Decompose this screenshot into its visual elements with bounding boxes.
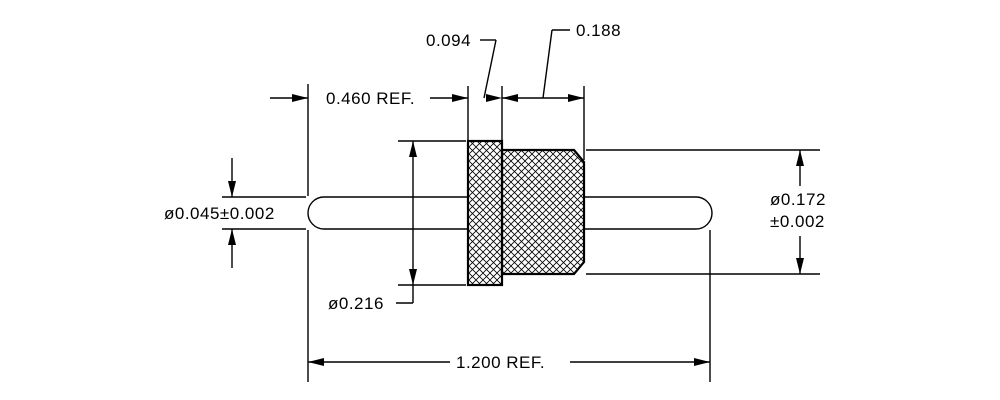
extension-lines	[222, 84, 820, 382]
body-diameter-tolerance-label: ±0.002	[770, 212, 825, 231]
body	[500, 148, 586, 276]
pin-shaft	[307, 196, 713, 230]
pin-part	[307, 139, 713, 287]
pin-diameter-label: ø0.045±0.002	[164, 204, 275, 223]
body-length-label: 0.188	[576, 21, 621, 40]
body-diameter-label: ø0.172	[770, 190, 826, 209]
flange	[466, 139, 504, 287]
flange-thickness-label: 0.094	[426, 31, 471, 50]
overall-length-label: 1.200 REF.	[456, 353, 545, 372]
flange-diameter-label: ø0.216	[328, 294, 384, 313]
left-pin-length-label: 0.460 REF.	[326, 89, 415, 108]
dimension-lines	[228, 29, 804, 366]
dimension-labels: 0.094 0.188 0.460 REF. ø0.045±0.002 ø0.1…	[164, 21, 826, 372]
